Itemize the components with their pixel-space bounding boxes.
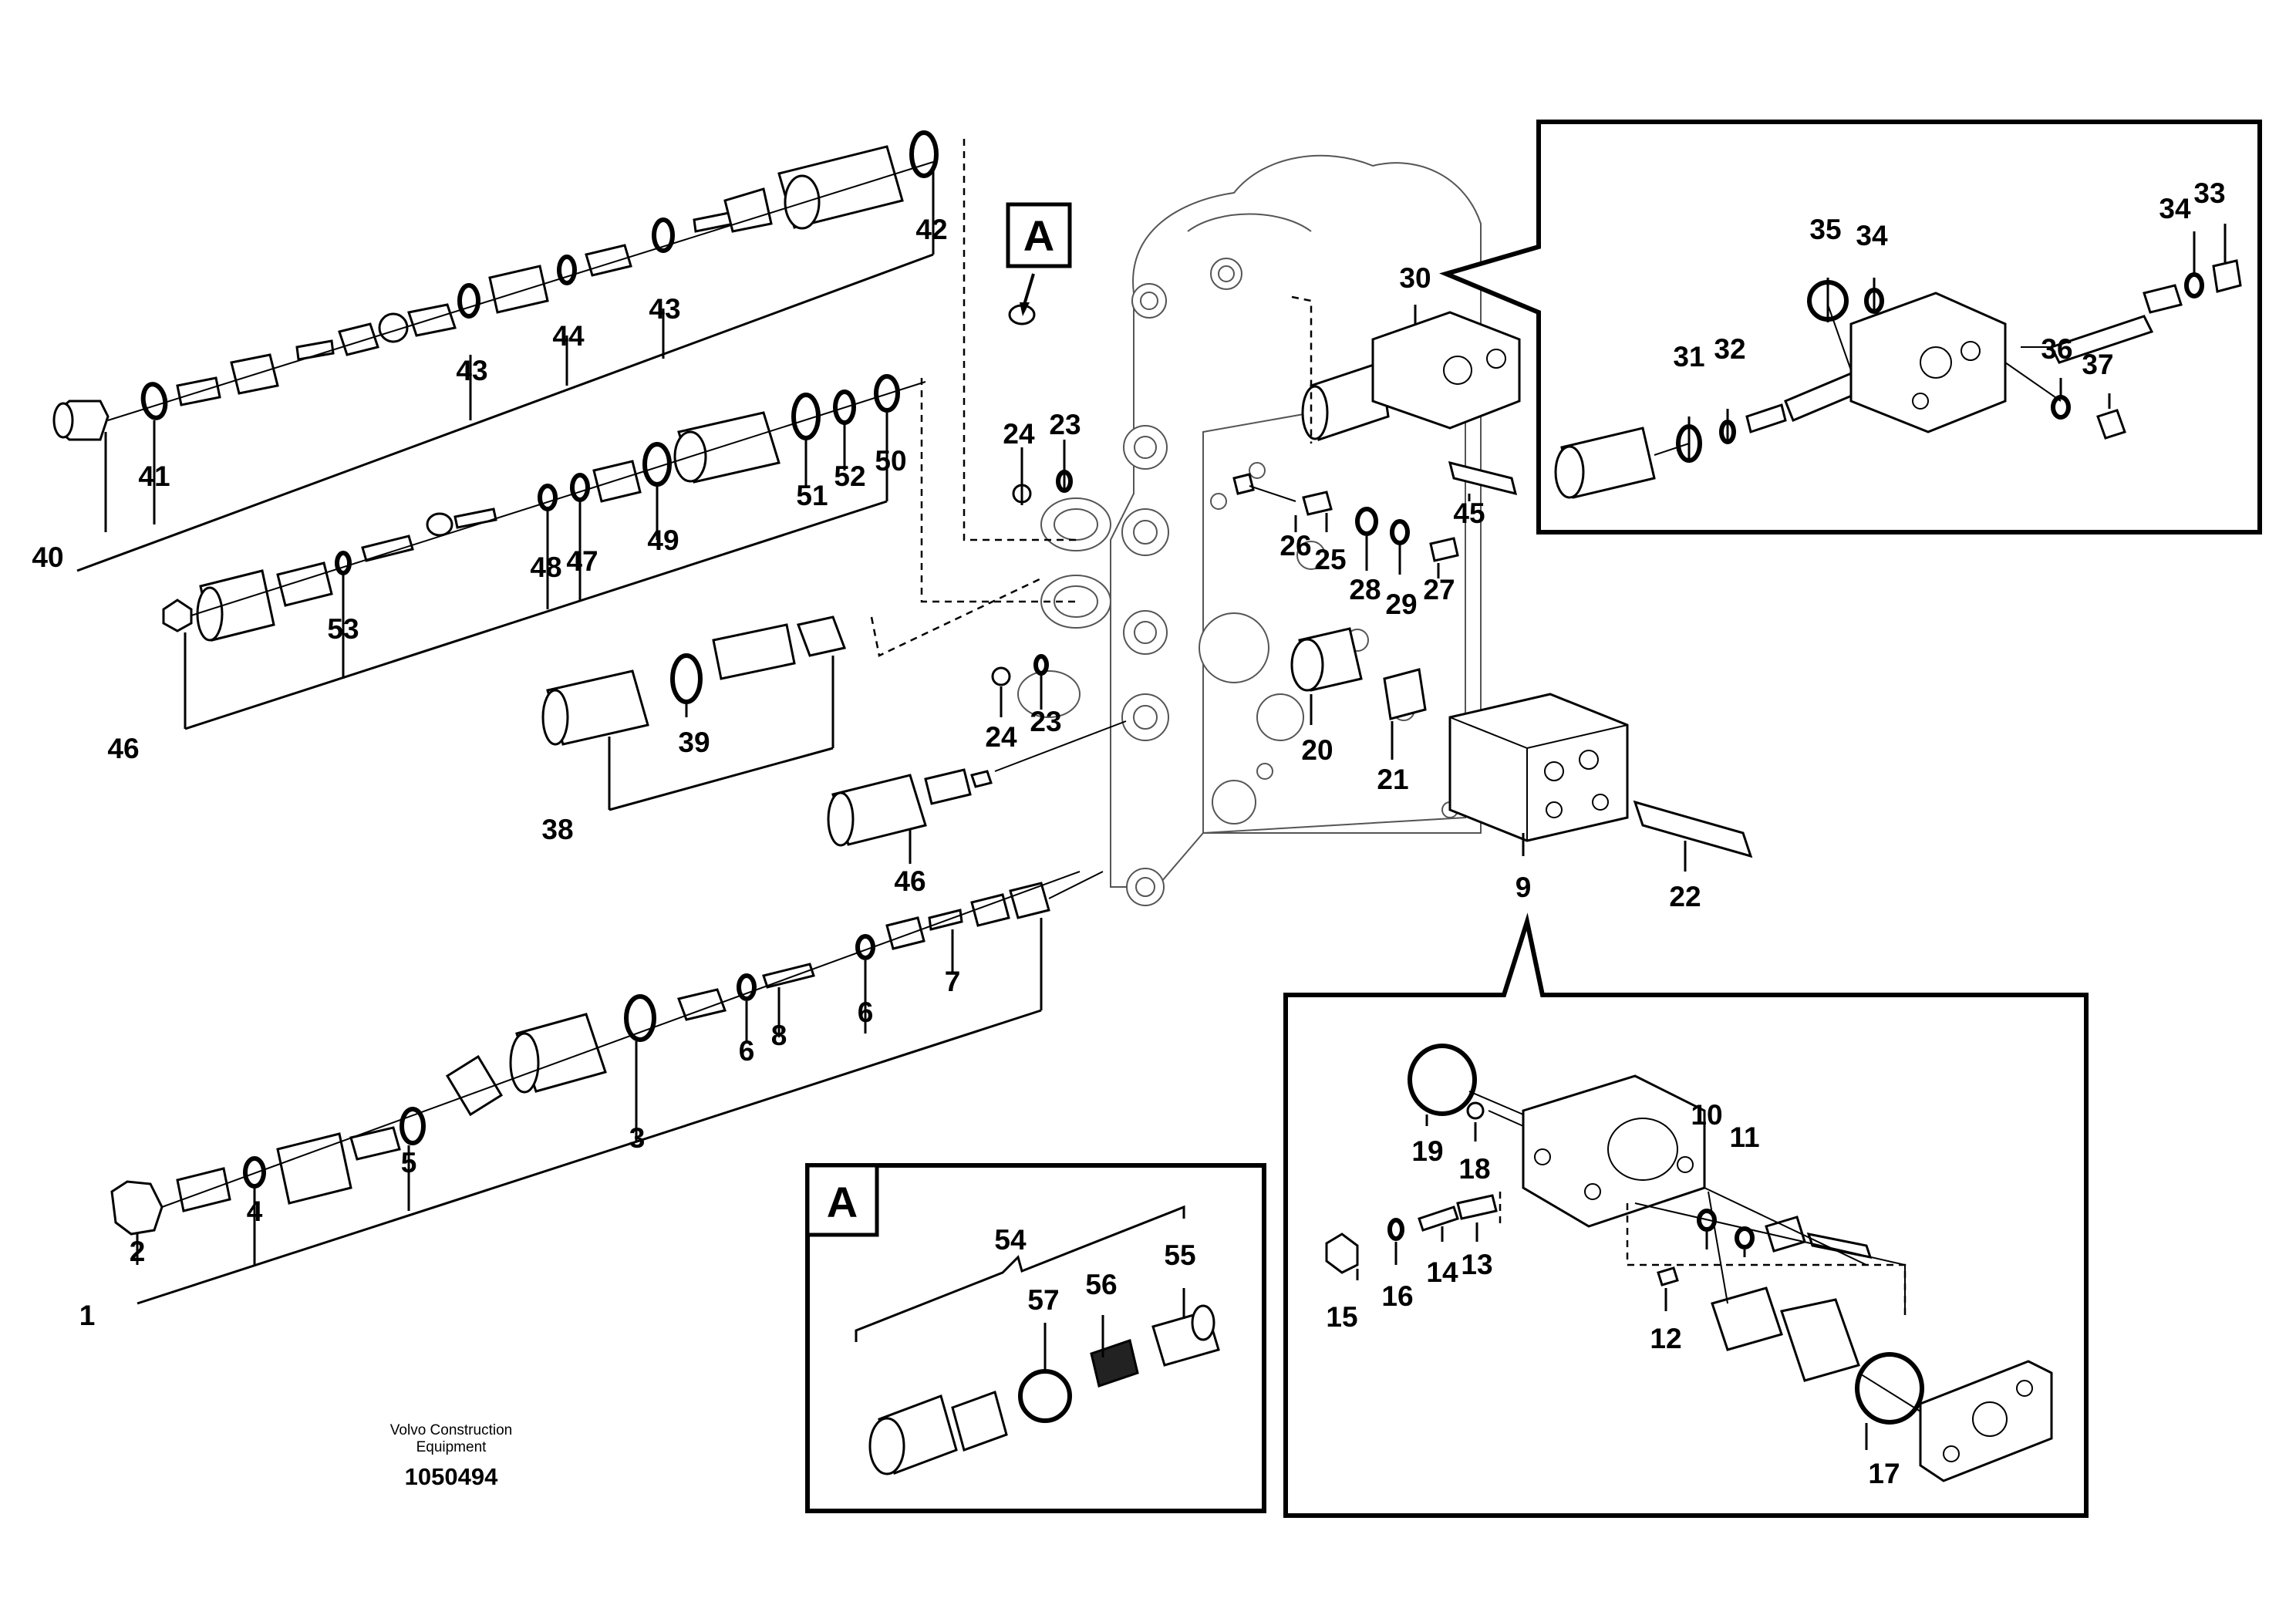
label-30: 30 xyxy=(1399,262,1431,294)
label-18: 18 xyxy=(1458,1153,1490,1185)
label-21: 21 xyxy=(1377,764,1408,795)
label-17: 17 xyxy=(1868,1458,1900,1489)
detail-box-section-30 xyxy=(1439,120,2262,534)
label-53: 53 xyxy=(327,613,359,645)
brand-line-2: Equipment xyxy=(416,1439,487,1455)
label-42: 42 xyxy=(915,214,947,245)
label-19: 19 xyxy=(1411,1135,1443,1167)
detail-box-section-9 xyxy=(1283,912,2089,1518)
label-29: 29 xyxy=(1385,588,1417,620)
label-56: 56 xyxy=(1085,1269,1117,1300)
label-10: 10 xyxy=(1691,1099,1722,1131)
label-44: 44 xyxy=(552,320,585,352)
label-52: 52 xyxy=(834,460,865,492)
spool-assembly-46 xyxy=(162,374,926,642)
plugs-24-23 xyxy=(991,304,1073,686)
relief-valve-46-mid xyxy=(827,768,993,847)
label-57: 57 xyxy=(1027,1284,1059,1316)
label-2: 2 xyxy=(130,1236,146,1267)
label-28: 28 xyxy=(1349,574,1381,605)
label-5: 5 xyxy=(401,1147,417,1179)
label-38: 38 xyxy=(541,814,573,845)
part-number-labels: 1 2 3 4 5 6 6 7 8 9 10 11 12 13 14 15 16… xyxy=(32,177,2225,1489)
label-32: 32 xyxy=(1714,333,1745,365)
label-49: 49 xyxy=(647,524,679,556)
callout-a-top: A xyxy=(1006,202,1072,316)
label-55: 55 xyxy=(1164,1239,1195,1271)
label-40: 40 xyxy=(32,541,63,573)
label-46-left: 46 xyxy=(107,733,139,764)
label-34-left: 34 xyxy=(1856,220,1888,251)
label-13: 13 xyxy=(1461,1249,1492,1280)
label-9: 9 xyxy=(1515,872,1532,903)
label-11: 11 xyxy=(1729,1121,1759,1153)
label-3: 3 xyxy=(629,1122,646,1154)
footer: Volvo Construction Equipment 1050494 xyxy=(390,1422,512,1490)
label-35: 35 xyxy=(1809,214,1841,245)
detail-a-label: A xyxy=(827,1178,858,1226)
label-31: 31 xyxy=(1673,341,1704,373)
label-27: 27 xyxy=(1423,574,1455,605)
label-51: 51 xyxy=(796,480,828,511)
label-14: 14 xyxy=(1426,1256,1458,1288)
detail-box-a: A xyxy=(805,1163,1266,1513)
label-54: 54 xyxy=(994,1224,1027,1256)
brand-line-1: Volvo Construction xyxy=(390,1422,512,1438)
label-25: 25 xyxy=(1314,544,1346,575)
label-39: 39 xyxy=(678,727,710,758)
spool-assembly-40 xyxy=(52,130,939,441)
label-22: 22 xyxy=(1669,881,1701,912)
label-20: 20 xyxy=(1301,734,1333,766)
label-12: 12 xyxy=(1650,1323,1681,1354)
label-23-bottom: 23 xyxy=(1030,706,1061,737)
spool-assembly-1 xyxy=(110,871,1081,1236)
label-45: 45 xyxy=(1453,497,1485,529)
label-8: 8 xyxy=(771,1020,787,1051)
relief-valve-38 xyxy=(541,615,847,746)
label-26: 26 xyxy=(1279,530,1311,561)
valve-section-30 xyxy=(1232,311,1521,562)
label-24-bottom: 24 xyxy=(985,721,1017,753)
leader-lines xyxy=(76,139,1687,1305)
label-23-top: 23 xyxy=(1049,409,1081,440)
label-24-top: 24 xyxy=(1003,418,1035,450)
label-46-mid: 46 xyxy=(894,865,925,897)
end-cover-9 xyxy=(1290,627,1753,858)
label-43-right: 43 xyxy=(649,293,680,325)
label-41: 41 xyxy=(138,460,170,492)
label-6-right: 6 xyxy=(858,996,874,1028)
label-4: 4 xyxy=(247,1195,263,1227)
label-34-right: 34 xyxy=(2159,193,2191,224)
label-47: 47 xyxy=(566,545,598,577)
label-36: 36 xyxy=(2041,333,2072,365)
label-37: 37 xyxy=(2082,349,2113,380)
label-16: 16 xyxy=(1381,1280,1413,1312)
label-6-left: 6 xyxy=(739,1035,755,1067)
label-7: 7 xyxy=(945,966,961,997)
label-15: 15 xyxy=(1326,1301,1357,1333)
label-50: 50 xyxy=(875,445,906,477)
label-43-left: 43 xyxy=(456,355,487,386)
label-33: 33 xyxy=(2193,177,2225,209)
drawing-number: 1050494 xyxy=(405,1463,498,1490)
callout-a-label: A xyxy=(1023,211,1054,260)
label-1: 1 xyxy=(79,1300,96,1331)
label-48: 48 xyxy=(530,551,561,583)
